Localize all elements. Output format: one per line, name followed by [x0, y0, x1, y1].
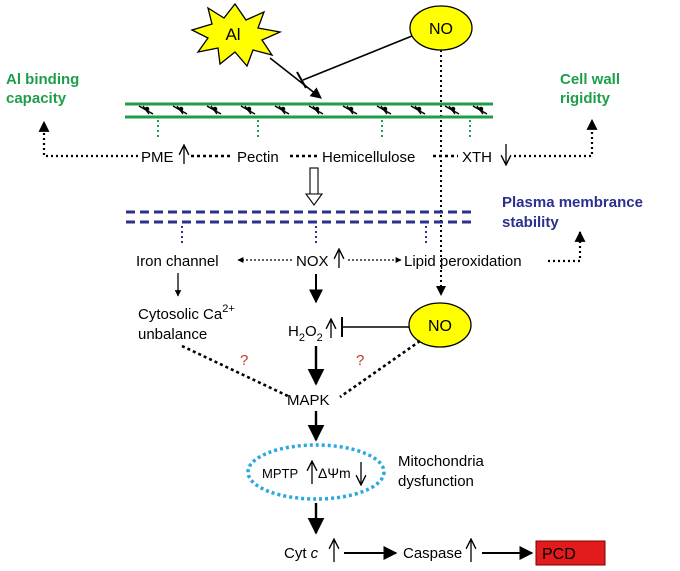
- pme-label: PME: [141, 149, 174, 166]
- nox-label: NOX: [296, 253, 329, 270]
- hemicellulose-label: Hemicellulose: [322, 149, 415, 166]
- no-inhibition-bar: [296, 71, 307, 89]
- to-cell-wall-arrow: [514, 118, 598, 158]
- cytosolic-label-1: Cytosolic Ca2+: [138, 303, 235, 323]
- cell-wall-glyphs: [138, 105, 488, 115]
- al-starburst: Al: [190, 2, 283, 68]
- no-mid-node: NO: [408, 302, 472, 348]
- no-top-node: NO: [409, 5, 473, 51]
- cell-wall-band: [125, 102, 493, 119]
- plasma-label-1: Plasma membrance: [502, 194, 643, 211]
- to-plasma-stability-arrow: [548, 230, 586, 263]
- plasma-label-2: stability: [502, 214, 559, 231]
- cell-wall-rigidity-label-1: Cell wall: [560, 71, 620, 88]
- question-mark-1: ?: [240, 352, 248, 369]
- mito-label-1: Mitochondria: [398, 453, 485, 470]
- mito-label-2: dysfunction: [398, 473, 474, 490]
- al-binding-label-1: Al binding: [6, 71, 79, 88]
- pcd-label: PCD: [542, 546, 576, 563]
- delta-psi-label: ΔΨm: [318, 465, 351, 481]
- al-label: Al: [225, 25, 240, 44]
- caspase-label: Caspase: [403, 545, 462, 562]
- plasma-membrane: [126, 210, 476, 224]
- no-mid-label: NO: [428, 318, 452, 335]
- cyt-c-label: Cyt c: [284, 545, 319, 562]
- h2o2-label: H2O2: [288, 323, 323, 344]
- pcd-box: PCD: [535, 540, 606, 566]
- cytosolic-to-mapk-link: [181, 344, 291, 399]
- al-binding-label-2: capacity: [6, 90, 67, 107]
- membrane-connectors: [181, 226, 427, 244]
- mapk-label: MAPK: [287, 392, 330, 409]
- to-al-binding-arrow: [38, 120, 138, 158]
- cell-wall-connectors: [157, 120, 471, 138]
- hollow-down-arrow: [304, 167, 324, 206]
- iron-channel-label: Iron channel: [136, 253, 219, 270]
- cytosolic-label-2: unbalance: [138, 326, 207, 343]
- mptp-label: MPTP: [262, 466, 298, 481]
- lipid-label: Lipid peroxidation: [404, 253, 522, 270]
- pectin-label: Pectin: [237, 149, 279, 166]
- mitochondria-ellipse: [246, 443, 386, 501]
- question-mark-2: ?: [356, 352, 364, 369]
- no-inhibits-al-line: [302, 35, 413, 81]
- no-top-label: NO: [429, 21, 453, 38]
- xth-label: XTH: [462, 149, 492, 166]
- no-to-mapk-link: [339, 339, 421, 399]
- cell-wall-rigidity-label-2: rigidity: [560, 90, 611, 107]
- al-to-cellwall-arrow: [269, 57, 322, 99]
